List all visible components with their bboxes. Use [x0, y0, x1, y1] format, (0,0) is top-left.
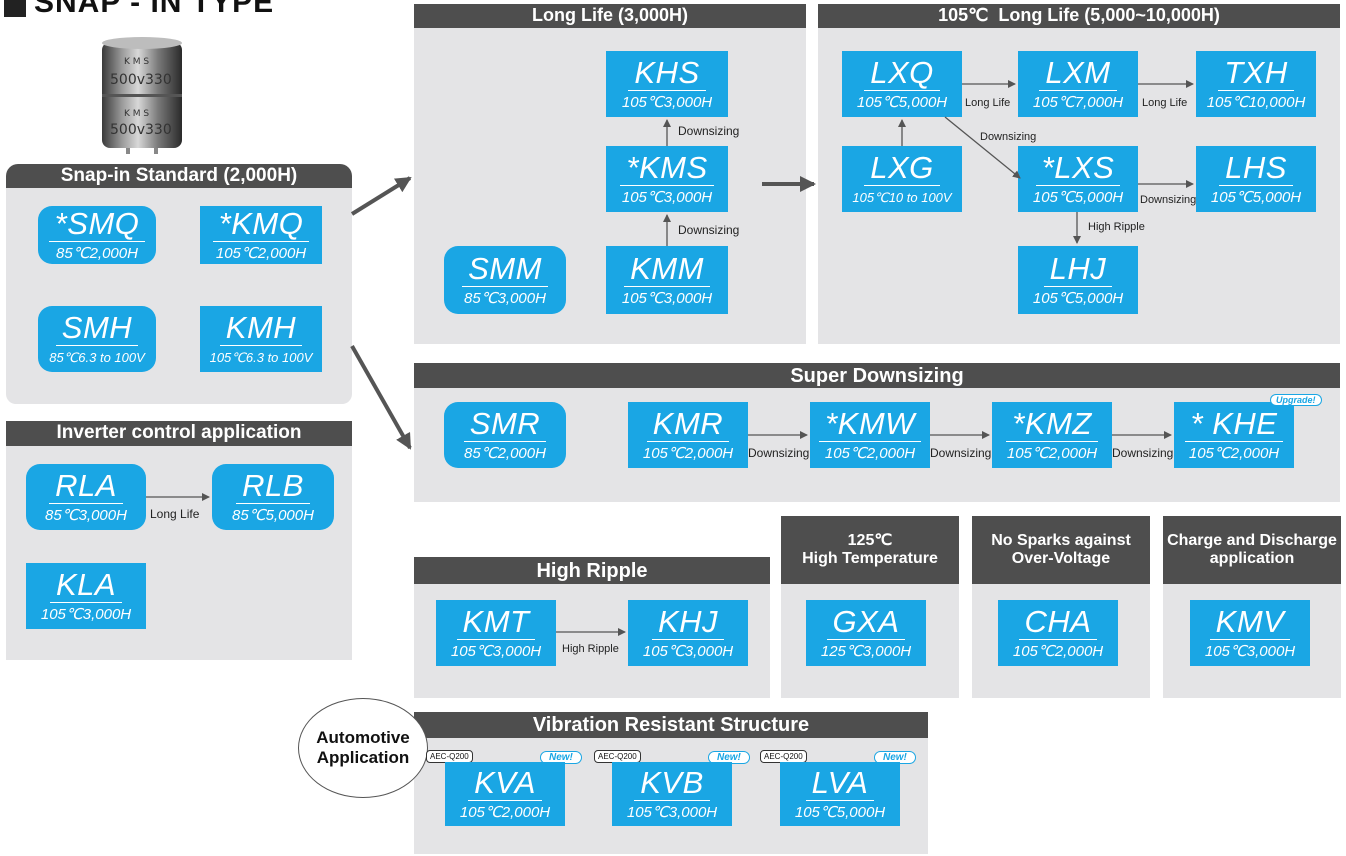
- arrow-lxq-to-lxs: [944, 116, 1021, 179]
- label-long-life: Long Life: [150, 507, 200, 521]
- title-square-icon: [4, 0, 26, 17]
- label-downsizing-2: Downsizing: [678, 223, 740, 237]
- svg-text:K M S: K M S: [124, 109, 149, 119]
- product-kmq[interactable]: *KMQ 105℃2,000H: [200, 206, 322, 264]
- super-downsizing-header: Super Downsizing: [414, 363, 1340, 388]
- charge-header: Charge and Discharge application: [1163, 516, 1341, 584]
- label-downsizing-105: Downsizing: [980, 131, 1037, 143]
- product-kmt[interactable]: KMT 105℃3,000H: [436, 600, 556, 666]
- product-kmv[interactable]: KMV 105℃3,000H: [1190, 600, 1310, 666]
- product-smq[interactable]: *SMQ 85℃2,000H: [38, 206, 156, 264]
- page-title: SNAP - IN TYPE: [4, 0, 274, 20]
- product-rlb[interactable]: RLB 85℃5,000H: [212, 464, 334, 530]
- inverter-header: Inverter control application: [6, 421, 352, 446]
- product-khe[interactable]: * KHE 105℃2,000H: [1174, 402, 1294, 468]
- label-sd-downsizing-2: Downsizing: [930, 446, 992, 460]
- label-sd-downsizing-3: Downsizing: [1112, 446, 1174, 460]
- product-kms[interactable]: *KMS 105℃3,000H: [606, 146, 728, 212]
- label-sd-downsizing-1: Downsizing: [748, 446, 810, 460]
- product-lxs[interactable]: *LXS 105℃5,000H: [1018, 146, 1138, 212]
- product-kmz[interactable]: *KMZ 105℃2,000H: [992, 402, 1112, 468]
- svg-text:500v330: 500v330: [110, 122, 172, 138]
- product-lhj[interactable]: LHJ 105℃5,000H: [1018, 246, 1138, 314]
- product-txh[interactable]: TXH 105℃10,000H: [1196, 51, 1316, 117]
- product-smm[interactable]: SMM 85℃3,000H: [444, 246, 566, 314]
- product-lxm[interactable]: LXM 105℃7,000H: [1018, 51, 1138, 117]
- long-life-105-header: 105℃ Long Life (5,000~10,000H): [818, 4, 1340, 28]
- product-kmh[interactable]: KMH 105℃6.3 to 100V: [200, 306, 322, 372]
- product-gxa[interactable]: GXA 125℃3,000H: [806, 600, 926, 666]
- capacitor-photo: K M S 500v330 K M S 500v330: [96, 34, 190, 156]
- label-long-life-2: Long Life: [1142, 97, 1188, 109]
- product-smh[interactable]: SMH 85℃6.3 to 100V: [38, 306, 156, 372]
- product-rla[interactable]: RLA 85℃3,000H: [26, 464, 146, 530]
- arrow-standard-to-long-life: [350, 176, 412, 216]
- product-kvb[interactable]: KVB 105℃3,000H: [612, 762, 732, 826]
- product-khs[interactable]: KHS 105℃3,000H: [606, 51, 728, 117]
- product-cha[interactable]: CHA 105℃2,000H: [998, 600, 1118, 666]
- svg-text:K M S: K M S: [124, 57, 149, 67]
- vibration-header: Vibration Resistant Structure: [414, 712, 928, 738]
- svg-text:500v330: 500v330: [110, 72, 172, 88]
- product-kmm[interactable]: KMM 105℃3,000H: [606, 246, 728, 314]
- label-high-ripple-105: High Ripple: [1088, 221, 1145, 233]
- product-kmw[interactable]: *KMW 105℃2,000H: [810, 402, 930, 468]
- long-life-header: Long Life (3,000H): [414, 4, 806, 28]
- product-khj[interactable]: KHJ 105℃3,000H: [628, 600, 748, 666]
- label-downsizing-1: Downsizing: [678, 124, 740, 138]
- product-kmr[interactable]: KMR 105℃2,000H: [628, 402, 748, 468]
- product-smr[interactable]: SMR 85℃2,000H: [444, 402, 566, 468]
- high-temp-header: 125℃ High Temperature: [781, 516, 959, 584]
- automotive-badge: Automotive Application: [298, 698, 428, 798]
- label-high-ripple: High Ripple: [562, 643, 619, 655]
- upgrade-badge: Upgrade!: [1270, 394, 1322, 406]
- label-downsizing-105-2: Downsizing: [1140, 194, 1197, 206]
- arrow-standard-to-super: [350, 345, 412, 450]
- no-sparks-header: No Sparks against Over-Voltage: [972, 516, 1150, 584]
- standard-header: Snap-in Standard (2,000H): [6, 164, 352, 188]
- label-long-life-1: Long Life: [965, 97, 1011, 109]
- product-lxg[interactable]: LXG 105℃10 to 100V: [842, 146, 962, 212]
- product-lxq[interactable]: LXQ 105℃5,000H: [842, 51, 962, 117]
- product-kva[interactable]: KVA 105℃2,000H: [445, 762, 565, 826]
- product-kla[interactable]: KLA 105℃3,000H: [26, 563, 146, 629]
- product-lhs[interactable]: LHS 105℃5,000H: [1196, 146, 1316, 212]
- high-ripple-header: High Ripple: [414, 557, 770, 584]
- product-lva[interactable]: LVA 105℃5,000H: [780, 762, 900, 826]
